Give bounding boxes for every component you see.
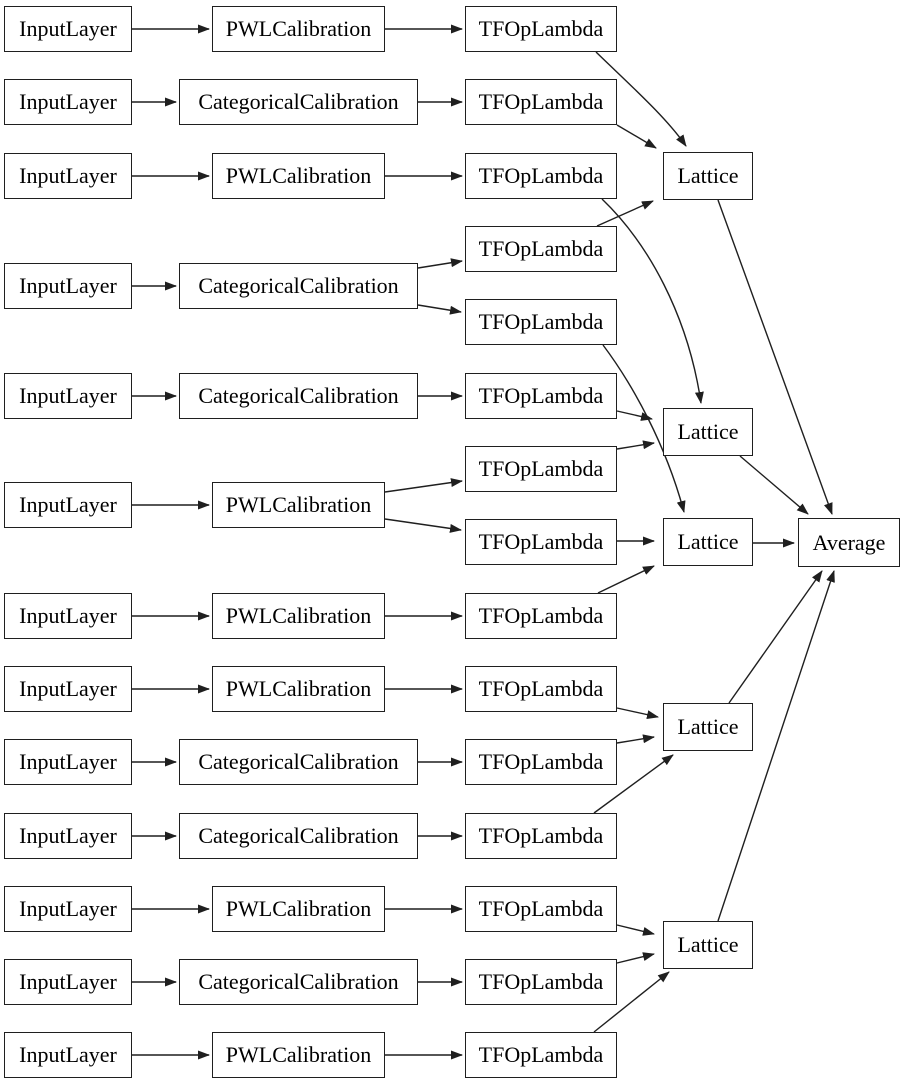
node-input-11: InputLayer	[4, 886, 132, 932]
edge-tfop-13-to-lattice-5	[616, 924, 655, 936]
node-tfop-6: TFOpLambda	[465, 373, 617, 419]
node-cal-11: PWLCalibration	[212, 886, 385, 932]
node-tfop-14: TFOpLambda	[465, 959, 617, 1005]
edge-tfop-6-to-lattice-2	[616, 410, 653, 421]
edge-tfop-14-to-lattice-5	[616, 952, 655, 964]
node-input-10: InputLayer	[4, 813, 132, 859]
node-cal-5: CategoricalCalibration	[179, 373, 418, 419]
node-tfop-3: TFOpLambda	[465, 153, 617, 199]
node-input-5: InputLayer	[4, 373, 132, 419]
edge-cal-6-to-tfop-8	[384, 518, 462, 533]
node-tfop-13: TFOpLambda	[465, 886, 617, 932]
node-tfop-15: TFOpLambda	[465, 1032, 617, 1078]
edge-tfop-9-to-lattice-3	[597, 565, 655, 594]
node-cal-9: CategoricalCalibration	[179, 739, 418, 785]
edge-tfop-10-to-lattice-4	[616, 707, 659, 720]
node-cal-1: PWLCalibration	[212, 6, 385, 52]
node-input-8: InputLayer	[4, 666, 132, 712]
node-input-7: InputLayer	[4, 593, 132, 639]
node-input-9: InputLayer	[4, 739, 132, 785]
node-input-3: InputLayer	[4, 153, 132, 199]
node-cal-10: CategoricalCalibration	[179, 813, 418, 859]
node-input-4: InputLayer	[4, 263, 132, 309]
node-tfop-7: TFOpLambda	[465, 446, 617, 492]
node-tfop-1: TFOpLambda	[465, 6, 617, 52]
edge-tfop-1-to-lattice-1	[595, 51, 687, 147]
edge-lattice-5-to-average	[717, 570, 835, 922]
edge-cal-6-to-tfop-7	[384, 478, 463, 493]
edge-lattice-4-to-average	[728, 570, 823, 704]
node-cal-2: CategoricalCalibration	[179, 79, 418, 125]
edge-tfop-2-to-lattice-1	[616, 124, 657, 149]
node-tfop-12: TFOpLambda	[465, 813, 617, 859]
node-cal-12: CategoricalCalibration	[179, 959, 418, 1005]
node-tfop-10: TFOpLambda	[465, 666, 617, 712]
edge-tfop-5-to-lattice-3	[602, 344, 686, 513]
node-input-13: InputLayer	[4, 1032, 132, 1078]
edge-cal-4-to-tfop-4	[417, 258, 463, 269]
node-tfop-8: TFOpLambda	[465, 519, 617, 565]
node-lattice-4: Lattice	[663, 703, 753, 751]
node-cal-7: PWLCalibration	[212, 593, 385, 639]
node-input-1: InputLayer	[4, 6, 132, 52]
node-lattice-3: Lattice	[663, 518, 753, 566]
node-lattice-2: Lattice	[663, 408, 753, 456]
node-input-2: InputLayer	[4, 79, 132, 125]
node-tfop-5: TFOpLambda	[465, 299, 617, 345]
node-input-12: InputLayer	[4, 959, 132, 1005]
node-cal-3: PWLCalibration	[212, 153, 385, 199]
node-tfop-9: TFOpLambda	[465, 593, 617, 639]
edge-tfop-3-to-lattice-2	[601, 198, 704, 404]
edge-tfop-4-to-lattice-1	[596, 200, 654, 227]
node-lattice-5: Lattice	[663, 921, 753, 969]
edge-cal-4-to-tfop-5	[417, 304, 462, 315]
node-lattice-1: Lattice	[663, 152, 753, 200]
edge-tfop-7-to-lattice-2	[616, 440, 655, 450]
edge-tfop-11-to-lattice-4	[616, 734, 655, 744]
edge-tfop-15-to-lattice-5	[593, 971, 670, 1033]
node-cal-13: PWLCalibration	[212, 1032, 385, 1078]
node-cal-8: PWLCalibration	[212, 666, 385, 712]
node-tfop-2: TFOpLambda	[465, 79, 617, 125]
node-cal-4: CategoricalCalibration	[179, 263, 418, 309]
node-tfop-4: TFOpLambda	[465, 226, 617, 272]
edge-lattice-2-to-average	[739, 455, 809, 515]
node-input-6: InputLayer	[4, 482, 132, 528]
node-cal-6: PWLCalibration	[212, 482, 385, 528]
edge-tfop-12-to-lattice-4	[593, 754, 674, 814]
node-tfop-11: TFOpLambda	[465, 739, 617, 785]
edge-lattice-1-to-average	[717, 199, 833, 515]
node-average: Average	[798, 518, 900, 567]
